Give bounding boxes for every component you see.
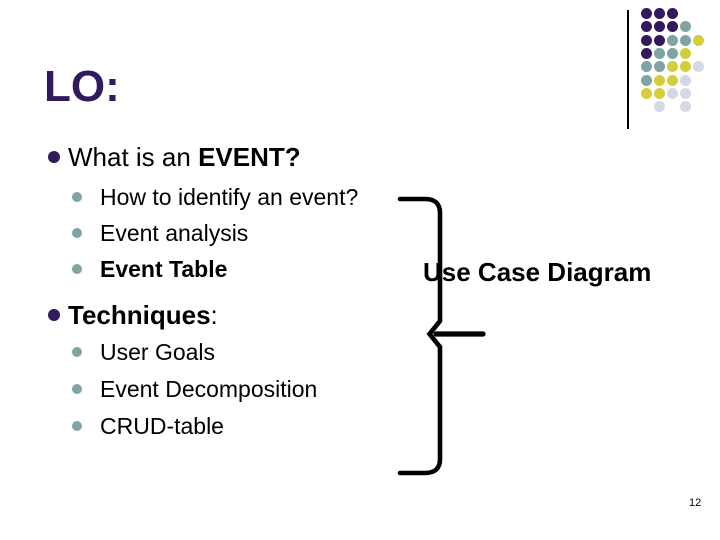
- decor-dot: [680, 61, 691, 73]
- decor-dot: [680, 21, 691, 33]
- list-item-text: What is an EVENT?: [68, 141, 301, 172]
- bullet-icon: [72, 264, 82, 274]
- decor-dot: [680, 47, 691, 59]
- decor-dot: [680, 74, 691, 86]
- list-item-event-table: Event Table: [72, 255, 227, 283]
- list-item-techniques: Techniques:: [48, 299, 218, 331]
- decor-dot: [654, 74, 665, 86]
- list-item-what-is-an-event: What is an EVENT?: [48, 141, 301, 173]
- list-item-text: CRUD-table: [100, 412, 224, 439]
- decor-dot: [667, 47, 678, 59]
- decor-dot: [667, 87, 678, 99]
- decor-dot: [680, 34, 691, 46]
- list-item-text: User Goals: [100, 338, 216, 365]
- list-item-text: Event Table: [100, 255, 228, 282]
- annotation-use-case-diagram: Use Case Diagram: [423, 257, 652, 287]
- list-item-how-to-identify: How to identify an event?: [72, 183, 358, 211]
- decor-vertical-rule: [627, 10, 629, 129]
- list-item-text: How to identify an event?: [100, 183, 359, 210]
- bullet-icon: [72, 192, 82, 202]
- decor-dot: [667, 74, 678, 86]
- decor-dot: [654, 61, 665, 73]
- slide-title: LO:: [44, 62, 120, 111]
- bullet-icon: [72, 421, 82, 431]
- curly-brace-shape: [397, 196, 486, 476]
- decor-dot: [667, 21, 678, 33]
- decor-dot: [641, 21, 652, 33]
- decor-dot: [680, 101, 691, 113]
- decor-dot: [654, 21, 665, 33]
- decor-dot: [654, 8, 665, 19]
- decor-dot: [641, 47, 652, 59]
- bullet-icon: [48, 309, 60, 321]
- decor-dot: [667, 8, 678, 19]
- decor-dot: [680, 87, 691, 99]
- bullet-icon: [72, 384, 82, 394]
- decor-dot: [641, 87, 652, 99]
- decor-dot: [641, 74, 652, 86]
- list-item-text: Techniques:: [68, 299, 218, 330]
- decor-dot: [654, 47, 665, 59]
- decor-dot: [667, 61, 678, 73]
- page-number: 12: [689, 497, 702, 509]
- list-item-user-goals: User Goals: [72, 338, 215, 366]
- decor-dot: [693, 61, 704, 73]
- list-item-crud-table: CRUD-table: [72, 412, 224, 440]
- decor-dot: [641, 8, 652, 19]
- list-item-text: Event analysis: [100, 219, 249, 246]
- list-item-text: Event Decomposition: [100, 375, 318, 402]
- list-item-event-decomposition: Event Decomposition: [72, 375, 317, 403]
- decor-dot: [693, 34, 704, 46]
- bullet-icon: [48, 151, 60, 163]
- decor-dot: [641, 34, 652, 46]
- decor-dot: [654, 101, 665, 113]
- list-item-event-analysis: Event analysis: [72, 219, 248, 247]
- bullet-icon: [72, 347, 82, 357]
- bullet-icon: [72, 228, 82, 238]
- decor-dot: [654, 87, 665, 99]
- decor-dot: [641, 61, 652, 73]
- decor-dot-grid: [641, 8, 713, 123]
- decor-dot: [667, 34, 678, 46]
- decor-dot: [654, 34, 665, 46]
